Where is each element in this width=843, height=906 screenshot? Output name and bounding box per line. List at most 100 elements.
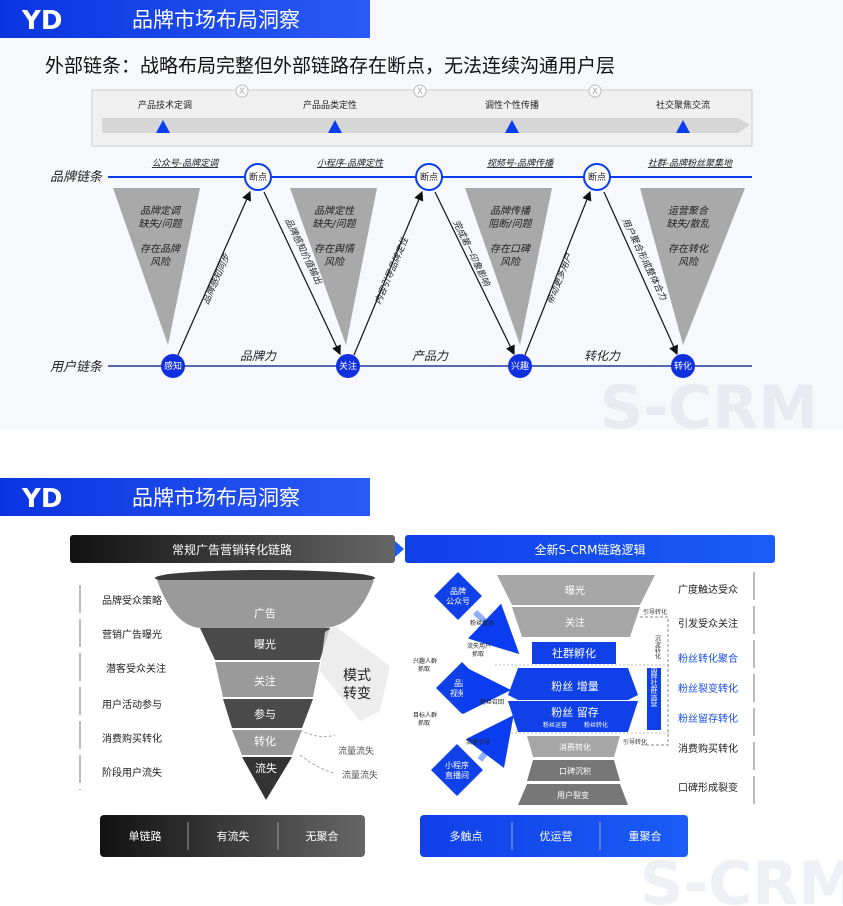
svg-text:粉丝运营: 粉丝运营: [543, 721, 567, 729]
page-title: 品牌市场布局洞察: [132, 8, 300, 32]
svg-text:流量流失: 流量流失: [338, 745, 374, 757]
svg-text:流量流失: 流量流失: [342, 769, 378, 781]
svg-text:品牌传播: 品牌传播: [490, 205, 531, 217]
right-labels: 广度触达受众 引发受众关注 粉丝转化聚合 粉丝裂变转化 粉丝留存转化 消费购买转…: [678, 572, 755, 805]
header-bar-2: [0, 478, 370, 516]
svg-text:消费购买转化: 消费购买转化: [678, 742, 738, 755]
top-stages: 产品技术定调 产品品类定性 调性个性传播 社交聚焦交流: [138, 99, 710, 133]
svg-text:关注: 关注: [254, 674, 276, 688]
svg-text:品牌定性: 品牌定性: [314, 205, 355, 217]
svg-text:X: X: [417, 87, 423, 97]
svg-text:缺失/问题: 缺失/问题: [312, 218, 357, 230]
svg-text:抓取: 抓取: [418, 665, 430, 673]
svg-text:产品品类定性: 产品品类定性: [303, 99, 357, 111]
svg-text:流失: 流失: [255, 761, 277, 775]
svg-text:用户活动参与: 用户活动参与: [102, 698, 162, 711]
svg-text:抓取: 抓取: [418, 719, 430, 727]
svg-text:粉丝转化聚合: 粉丝转化聚合: [678, 652, 738, 665]
svg-text:口碑形成裂变: 口碑形成裂变: [678, 781, 738, 794]
svg-text:感知: 感知: [164, 360, 182, 372]
svg-text:潜客受众关注: 潜客受众关注: [106, 662, 166, 675]
svg-text:粉丝裂变转化: 粉丝裂变转化: [678, 682, 738, 695]
flow-arrows: [463, 603, 520, 768]
watermark-2: S-CRM: [640, 849, 843, 906]
svg-text:社群孵化: 社群孵化: [552, 646, 596, 660]
svg-text:沉淀转化: 沉淀转化: [654, 634, 661, 660]
shift-label: 模式: [343, 668, 371, 684]
traditional-funnel: [155, 570, 390, 800]
svg-text:品牌受众策略: 品牌受众策略: [102, 594, 162, 607]
brand-chain-items: 公众号-品牌定调 小程序-品牌定性 视频号-品牌传播 社群-品牌粉丝聚集地: [152, 158, 733, 169]
left-title: 常规广告营销转化链路: [172, 542, 292, 557]
forces: 品牌力 产品力 转化力: [240, 349, 621, 363]
svg-text:引导转化: 引导转化: [643, 608, 667, 616]
svg-text:关注: 关注: [565, 616, 585, 629]
svg-text:风险: 风险: [150, 256, 172, 268]
break-marks: X X X: [235, 84, 602, 98]
right-footer-items: 多触点优运营重聚合: [450, 822, 662, 850]
svg-text:直播间: 直播间: [445, 770, 469, 780]
svg-text:社群-品牌粉丝聚集地: 社群-品牌粉丝聚集地: [648, 158, 733, 169]
svg-text:存在转化: 存在转化: [668, 243, 710, 255]
svg-text:单链路: 单链路: [129, 829, 162, 843]
svg-text:参与: 参与: [254, 707, 276, 721]
left-footer-items: 单链路 有流失 无聚合: [129, 822, 339, 850]
svg-text:视频号: 视频号: [450, 688, 474, 698]
svg-text:营销广告曝光: 营销广告曝光: [102, 628, 162, 641]
svg-text:消费购买转化: 消费购买转化: [102, 732, 162, 745]
svg-text:重聚合: 重聚合: [629, 829, 662, 843]
svg-text:优运营: 优运营: [540, 829, 573, 843]
svg-text:粉丝留存转化: 粉丝留存转化: [678, 712, 738, 725]
svg-text:转化力: 转化力: [584, 349, 621, 363]
svg-text:视频号-品牌传播: 视频号-品牌传播: [487, 158, 554, 169]
left-title-bar: [70, 535, 395, 563]
right-title-bar: [405, 535, 775, 563]
crm-funnel: [495, 575, 670, 805]
right-title: 全新S-CRM链路逻辑: [534, 542, 645, 557]
svg-text:公众号-品牌定调: 公众号-品牌定调: [152, 158, 220, 169]
svg-text:断点: 断点: [588, 171, 606, 183]
svg-text:阶段用户流失: 阶段用户流失: [102, 766, 162, 779]
ops-column: 品牌社群运营 引导转化 引导转化 沉淀转化: [623, 608, 669, 746]
page-title-2: 品牌市场布局洞察: [132, 486, 300, 510]
svg-text:有流失: 有流失: [217, 829, 250, 843]
svg-text:流失用户: 流失用户: [467, 642, 491, 650]
svg-text:产品力: 产品力: [412, 349, 449, 363]
svg-text:引导转化: 引导转化: [623, 738, 647, 746]
svg-text:存在舆情: 存在舆情: [314, 243, 356, 255]
left-footer: [100, 815, 365, 857]
svg-text:运营聚合: 运营聚合: [668, 205, 709, 217]
svg-text:曝光: 曝光: [565, 584, 585, 597]
logo-2: YD: [21, 484, 62, 514]
svg-text:产品技术定调: 产品技术定调: [138, 99, 192, 111]
svg-text:兴趣: 兴趣: [511, 360, 529, 372]
svg-text:X: X: [592, 87, 598, 97]
subtitle: 外部链条：战略布局完整但外部链路存在断点，无法连续沟通用户层: [45, 55, 615, 77]
brand-chain-label: 品牌链条: [50, 170, 103, 185]
svg-text:消费转化: 消费转化: [559, 742, 591, 752]
svg-text:粉丝转化: 粉丝转化: [584, 721, 608, 729]
user-nodes: 感知 关注 兴趣 转化: [161, 354, 695, 378]
svg-text:粉丝 增量: 粉丝 增量: [551, 679, 599, 693]
svg-text:断点: 断点: [249, 171, 267, 183]
svg-text:风险: 风险: [324, 256, 346, 268]
header-bar: [0, 0, 370, 38]
svg-text:转化: 转化: [674, 360, 692, 372]
svg-text:品牌力: 品牌力: [240, 349, 277, 363]
svg-text:社交聚焦交流: 社交聚焦交流: [656, 99, 710, 111]
breakpoints: 断点 断点 断点: [244, 163, 611, 191]
risk-triangles: [113, 188, 745, 345]
svg-text:广告: 广告: [254, 607, 276, 620]
svg-text:存在口碑: 存在口碑: [490, 243, 532, 255]
svg-text:用户裂变: 用户裂变: [557, 790, 589, 800]
svg-text:无聚合: 无聚合: [306, 829, 339, 843]
svg-text:抓取: 抓取: [472, 650, 484, 658]
svg-text:缺失/散乱: 缺失/散乱: [666, 218, 710, 230]
right-footer: [420, 815, 688, 857]
svg-text:品牌社群运营: 品牌社群运营: [650, 665, 658, 708]
svg-text:缺失/问题: 缺失/问题: [138, 218, 183, 230]
